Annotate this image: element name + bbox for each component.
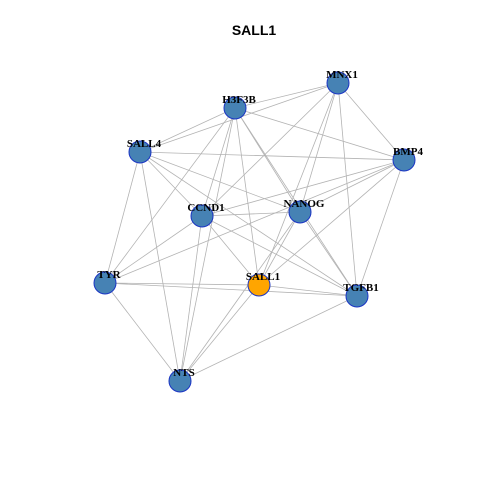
- edge-ccnd1-tgfb1: [201, 215, 358, 297]
- edge-sall4-nts: [139, 151, 181, 382]
- edge-mnx1-tgfb1: [337, 82, 358, 297]
- edge-sall1-nts: [179, 284, 260, 382]
- edge-h3f3b-tyr: [104, 107, 236, 284]
- edge-nanog-tgfb1: [299, 211, 358, 297]
- edge-h3f3b-sall1: [234, 107, 260, 286]
- node-label-bmp4: BMP4: [393, 146, 423, 158]
- edge-bmp4-ccnd1: [201, 159, 405, 217]
- edge-tgfb1-nts: [179, 295, 358, 382]
- node-label-sall1: SALL1: [246, 271, 280, 283]
- nodes-layer: [93, 71, 416, 393]
- edge-sall4-nanog: [139, 151, 301, 213]
- node-sall4[interactable]: [128, 140, 152, 164]
- node-label-h3f3b: H3F3B: [222, 94, 256, 106]
- edge-ccnd1-sall1: [201, 215, 260, 286]
- edge-bmp4-tyr: [104, 159, 405, 284]
- edge-sall4-tyr: [104, 151, 141, 284]
- edge-ccnd1-tyr: [104, 215, 203, 284]
- node-label-tgfb1: TGFB1: [343, 282, 378, 294]
- edge-mnx1-ccnd1: [201, 82, 339, 217]
- node-nts[interactable]: [168, 369, 192, 393]
- edge-tyr-sall1: [104, 282, 260, 286]
- edge-h3f3b-sall4: [139, 107, 236, 153]
- node-mnx1[interactable]: [326, 71, 350, 95]
- node-h3f3b[interactable]: [223, 96, 247, 120]
- edge-tyr-tgfb1: [104, 282, 358, 297]
- node-label-tyr: TYR: [97, 269, 121, 281]
- edge-h3f3b-ccnd1: [201, 107, 236, 217]
- node-nanog[interactable]: [288, 200, 312, 224]
- edge-mnx1-bmp4: [337, 82, 405, 161]
- edge-sall1-tgfb1: [258, 284, 358, 297]
- node-label-nanog: NANOG: [284, 198, 325, 210]
- edge-mnx1-nanog: [299, 82, 339, 213]
- node-tgfb1[interactable]: [345, 284, 369, 308]
- edge-nanog-ccnd1: [201, 211, 301, 217]
- edge-tyr-nts: [104, 282, 181, 382]
- edge-h3f3b-bmp4: [234, 107, 405, 161]
- node-sall1[interactable]: [247, 273, 271, 297]
- edge-h3f3b-nts: [179, 107, 236, 382]
- edge-sall4-bmp4: [139, 151, 405, 161]
- edge-bmp4-sall1: [258, 159, 405, 286]
- node-bmp4[interactable]: [392, 148, 416, 172]
- node-label-ccnd1: CCND1: [187, 202, 224, 214]
- node-ccnd1[interactable]: [190, 204, 214, 228]
- edge-bmp4-tgfb1: [356, 159, 405, 297]
- edge-ccnd1-nts: [179, 215, 203, 382]
- diagram-title: SALL1: [232, 22, 277, 38]
- node-label-nts: NTS: [173, 367, 194, 379]
- edge-mnx1-h3f3b: [234, 82, 339, 109]
- edge-nanog-nts: [179, 211, 301, 382]
- edge-nanog-sall1: [258, 211, 301, 286]
- node-label-sall4: SALL4: [127, 138, 162, 150]
- node-label-mnx1: MNX1: [326, 69, 358, 81]
- node-tyr[interactable]: [93, 271, 117, 295]
- edge-bmp4-nanog: [299, 159, 405, 213]
- edge-sall4-ccnd1: [139, 151, 203, 217]
